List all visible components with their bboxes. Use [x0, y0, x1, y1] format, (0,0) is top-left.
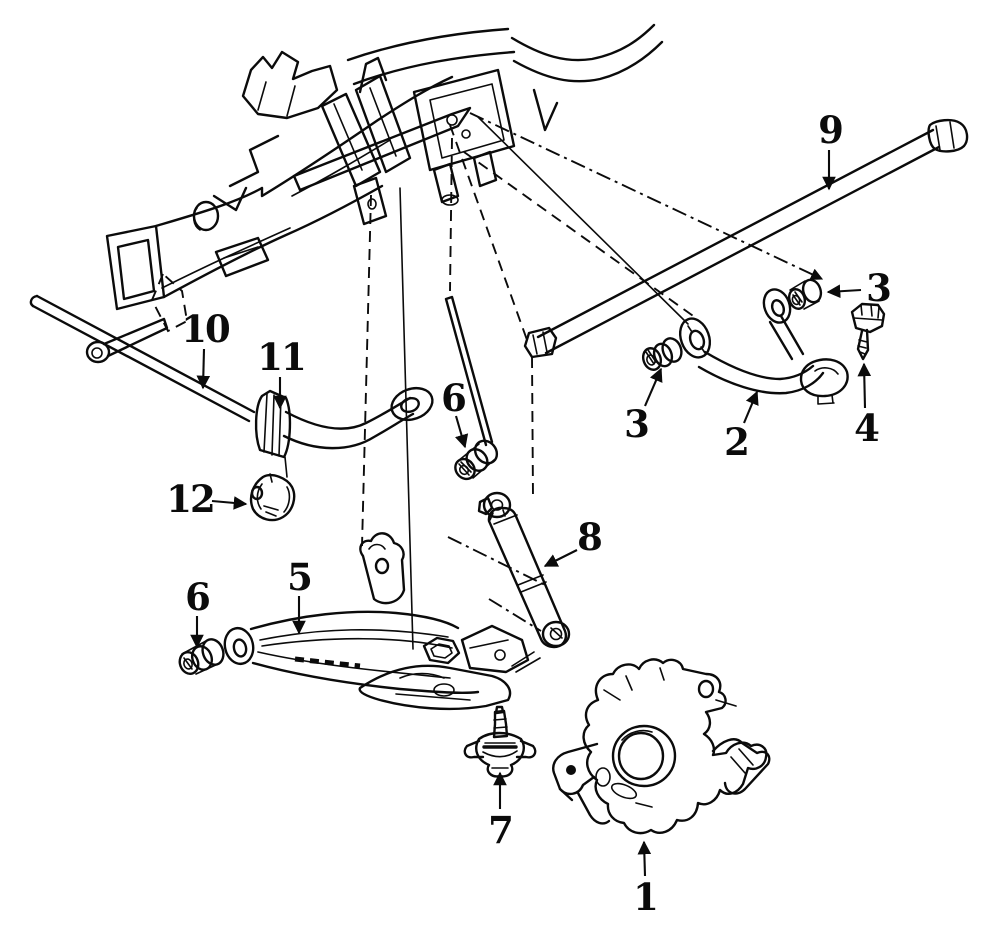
arm-ball-socket	[799, 358, 849, 398]
callout-leader-3	[826, 284, 862, 299]
callout-3[interactable]: 3	[624, 402, 650, 446]
callout-leader-4	[857, 362, 872, 409]
lower-arm-front-eye	[223, 626, 255, 666]
callout-9[interactable]: 9	[818, 108, 844, 152]
steering-arm	[552, 742, 599, 796]
crossmember-strip	[292, 106, 472, 192]
callout-2[interactable]: 2	[724, 420, 750, 464]
stamped-marks	[294, 656, 361, 669]
callout-leader-12	[211, 496, 248, 510]
callout-5[interactable]: 5	[287, 555, 313, 599]
callout-10[interactable]: 10	[181, 307, 232, 351]
callout-4[interactable]: 4	[854, 406, 881, 450]
frame-rail	[105, 75, 454, 333]
callout-leader-6	[454, 415, 469, 449]
frame-bracket-outline-dashed	[150, 272, 189, 333]
callout-8[interactable]: 8	[577, 515, 603, 559]
ball-stud	[850, 302, 886, 361]
shock-body	[487, 506, 568, 649]
frame-contour-line	[346, 27, 510, 62]
lower-arm-bushing	[178, 638, 225, 675]
callout-leader-10	[196, 348, 211, 390]
shock-lower-eye	[541, 620, 571, 648]
steering-knuckle	[552, 658, 771, 835]
stabilizer-bushing	[254, 389, 292, 459]
frame-bracket-cluster	[212, 23, 664, 226]
callout-leader-3	[644, 367, 663, 407]
torsion-bar	[523, 118, 969, 359]
stabilizer-link	[254, 386, 434, 478]
callout-6[interactable]: 6	[185, 575, 211, 619]
callout-7[interactable]: 7	[488, 808, 514, 852]
hub-bore	[611, 724, 677, 788]
stabilizer-bar	[29, 294, 256, 423]
bushing-middle	[444, 295, 499, 481]
caliper-lug	[711, 738, 771, 795]
torsion-hex-socket	[422, 636, 461, 665]
callout-3[interactable]: 3	[866, 266, 892, 310]
torsion-mount-ear	[359, 532, 406, 605]
upper-control-arm-group	[641, 278, 886, 405]
callout-6[interactable]: 6	[441, 376, 467, 420]
callout-11[interactable]: 11	[257, 335, 307, 379]
callout-12[interactable]: 12	[166, 477, 216, 521]
assembly-alignment-lines	[361, 112, 824, 650]
callout-1[interactable]: 1	[633, 875, 659, 919]
torsion-bar-hex-end	[523, 326, 558, 359]
shock-absorber	[477, 491, 571, 649]
shock-upper-eye	[482, 491, 512, 519]
callout-leader-2	[743, 390, 759, 424]
bushing-rear	[661, 337, 683, 363]
arm-rear-eye	[678, 317, 712, 359]
callout-leader-8	[543, 549, 578, 567]
callout-leader-1	[637, 840, 652, 877]
ball-joint	[463, 705, 537, 778]
stabilizer-clamp	[249, 473, 296, 522]
lower-control-arm-group	[178, 532, 541, 711]
